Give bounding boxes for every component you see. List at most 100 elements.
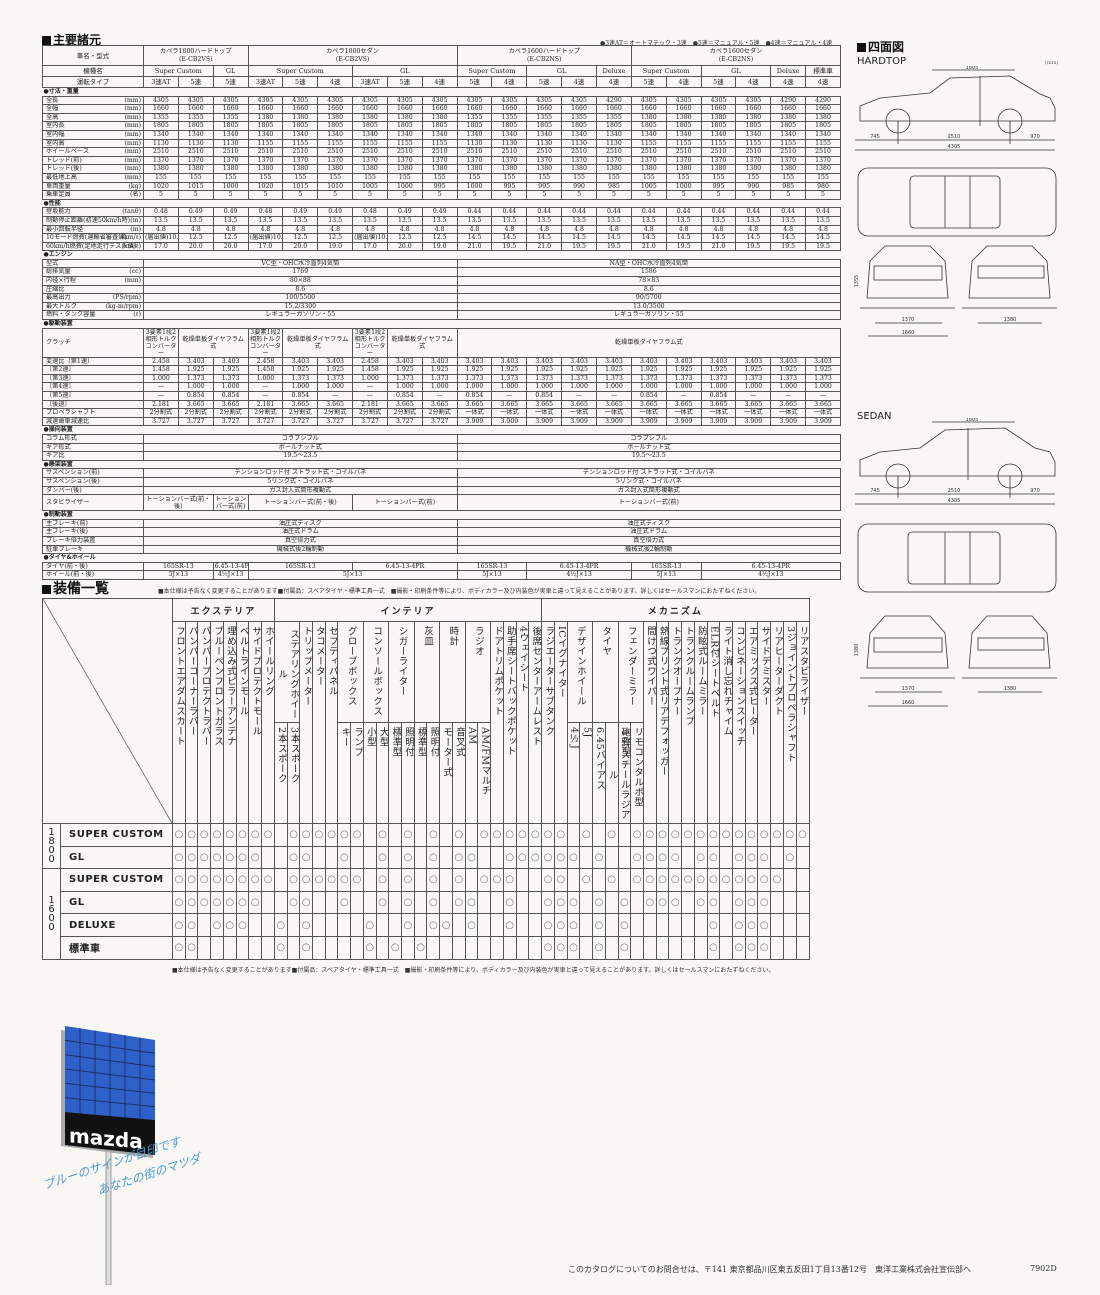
- spec-value: 1380: [770, 164, 807, 174]
- equip-mark-standard: ○: [439, 913, 453, 937]
- transmission-legend: ●3速AT＝オートマチック・3速 ●5速＝マニュアル・5速 ●4速＝マニュアル・…: [600, 40, 833, 47]
- spec-value: 2分割式: [177, 408, 214, 418]
- equip-mark: [515, 890, 530, 915]
- equip-item: タコメーター: [312, 621, 326, 824]
- spec-value: VC型・OHC水冷直列4気筒: [143, 258, 458, 269]
- spec-value: 4290: [770, 95, 807, 106]
- drive-type-header: 5速: [177, 76, 214, 88]
- equip-mark: [388, 868, 403, 892]
- spec-value: 1660: [456, 104, 493, 114]
- row-label-text: 車両重量: [46, 182, 71, 190]
- spec-row-label: 車両重量(kg): [42, 181, 144, 192]
- spec-value: 1.373: [177, 373, 214, 384]
- spec-value: 1.925: [421, 365, 458, 375]
- drive-type-header: 5速: [282, 76, 319, 88]
- spec-value: 13.5: [421, 215, 458, 226]
- equip-item-label: バンパーコーナーラバー: [186, 626, 198, 736]
- equip-item: リアヒーターダクト: [770, 621, 784, 824]
- spec-value: 4305: [491, 95, 528, 106]
- spec-value: 155: [421, 172, 458, 183]
- equip-mark-standard: ○: [248, 890, 263, 915]
- spec-value: 1.000: [735, 382, 772, 392]
- spec-value: 1660: [491, 104, 528, 114]
- spec-value: 155: [247, 172, 284, 183]
- spec-value: 3.403: [700, 356, 737, 367]
- equip-mark: [782, 868, 797, 892]
- spec-value: 1380: [561, 164, 597, 174]
- equip-mark: [464, 868, 479, 892]
- spec-value: 1660: [352, 104, 388, 114]
- equip-item-label: ライト消し忘れチャイム: [721, 626, 733, 736]
- spec-value: 14.5: [630, 233, 667, 243]
- equip-mark: [261, 913, 275, 937]
- equip-item-label: 4ウェイシート: [517, 626, 529, 693]
- equip-item: デザインホイール: [566, 621, 594, 723]
- spec-value: 1130: [561, 138, 597, 149]
- spec-value: 1340: [630, 129, 667, 140]
- spec-value: 1370: [143, 155, 179, 166]
- spec-value: 1380: [770, 112, 807, 123]
- spec-value: 2.181: [352, 399, 388, 410]
- equip-mark: [693, 935, 708, 960]
- spec-value: 2分割式: [212, 408, 249, 418]
- equip-mark-standard: ○: [299, 935, 314, 960]
- equip-item: コンビネーションスイッチ: [731, 621, 746, 824]
- header-row-models: 車名・型式カペラ1800ハードトップ(E-CB2VS)カペラ1800セダン(E-…: [42, 45, 841, 66]
- equip-item-label: フェンダーミラー: [625, 626, 637, 706]
- spec-value: 5: [561, 190, 597, 200]
- spec-row-label: 室内長(mm): [42, 121, 144, 131]
- equip-mark: [719, 845, 733, 870]
- spec-value: 1340: [317, 129, 354, 140]
- spec-value: —: [143, 382, 179, 392]
- equip-item: 後席センターアームレスト: [528, 621, 543, 824]
- spec-value: 5: [805, 190, 841, 200]
- equip-mark-standard: ○: [617, 890, 632, 915]
- spec-value: 1.373: [805, 373, 841, 384]
- engine-label-text: 1800: [48, 827, 55, 866]
- drive-type-header: 4速: [421, 76, 458, 88]
- equip-mark: [630, 913, 644, 937]
- row-label-text: ギア形式: [46, 443, 71, 451]
- spec-value: 155: [700, 172, 737, 183]
- spec-row-label: 室内高(mm): [42, 138, 144, 149]
- spec-value: 1.925: [561, 365, 597, 375]
- equip-mark-standard: ○: [172, 935, 186, 960]
- spec-value: 165SR-13: [247, 561, 354, 572]
- equip-mark-standard: ○: [642, 868, 657, 892]
- spec-value: 1.925: [212, 365, 249, 375]
- equip-mark-standard: ○: [782, 823, 797, 847]
- equip-mark: [782, 913, 797, 937]
- equip-mark: [617, 823, 632, 847]
- spec-value: 1380: [630, 112, 667, 123]
- spec-value: 17.0: [352, 241, 388, 252]
- spec-value: 21.0: [526, 241, 563, 252]
- spec-value: 1.000: [805, 382, 841, 392]
- equip-item-label: ホイールリング: [263, 626, 275, 696]
- spec-value: 14.5: [456, 233, 493, 243]
- equip-mark: [719, 935, 733, 960]
- row-unit: (kg-m/rpm): [105, 302, 141, 310]
- row-label-text: 〔第2速〕: [46, 366, 75, 374]
- spec-value: 0.854: [386, 391, 423, 401]
- row-label-text: トレッド(後): [46, 165, 82, 173]
- spec-value: 165SR-13: [456, 561, 528, 572]
- spec-value: 1380: [665, 112, 702, 123]
- row-unit: (名): [129, 191, 141, 199]
- spec-value: 12.5: [317, 233, 354, 243]
- equip-mark: [579, 890, 594, 915]
- spec-value: 17.0: [247, 241, 284, 252]
- equip-mark-standard: ○: [375, 868, 390, 892]
- equip-mark-standard: ○: [566, 845, 581, 870]
- equip-mark: [261, 845, 275, 870]
- equip-mark-standard: ○: [299, 845, 314, 870]
- spec-value: 一体式: [561, 408, 597, 418]
- equip-mark-standard: ○: [451, 890, 466, 915]
- model-header: カペラ1600セダン(E-CB2NS): [630, 45, 841, 66]
- spec-value: 3.665: [595, 399, 632, 410]
